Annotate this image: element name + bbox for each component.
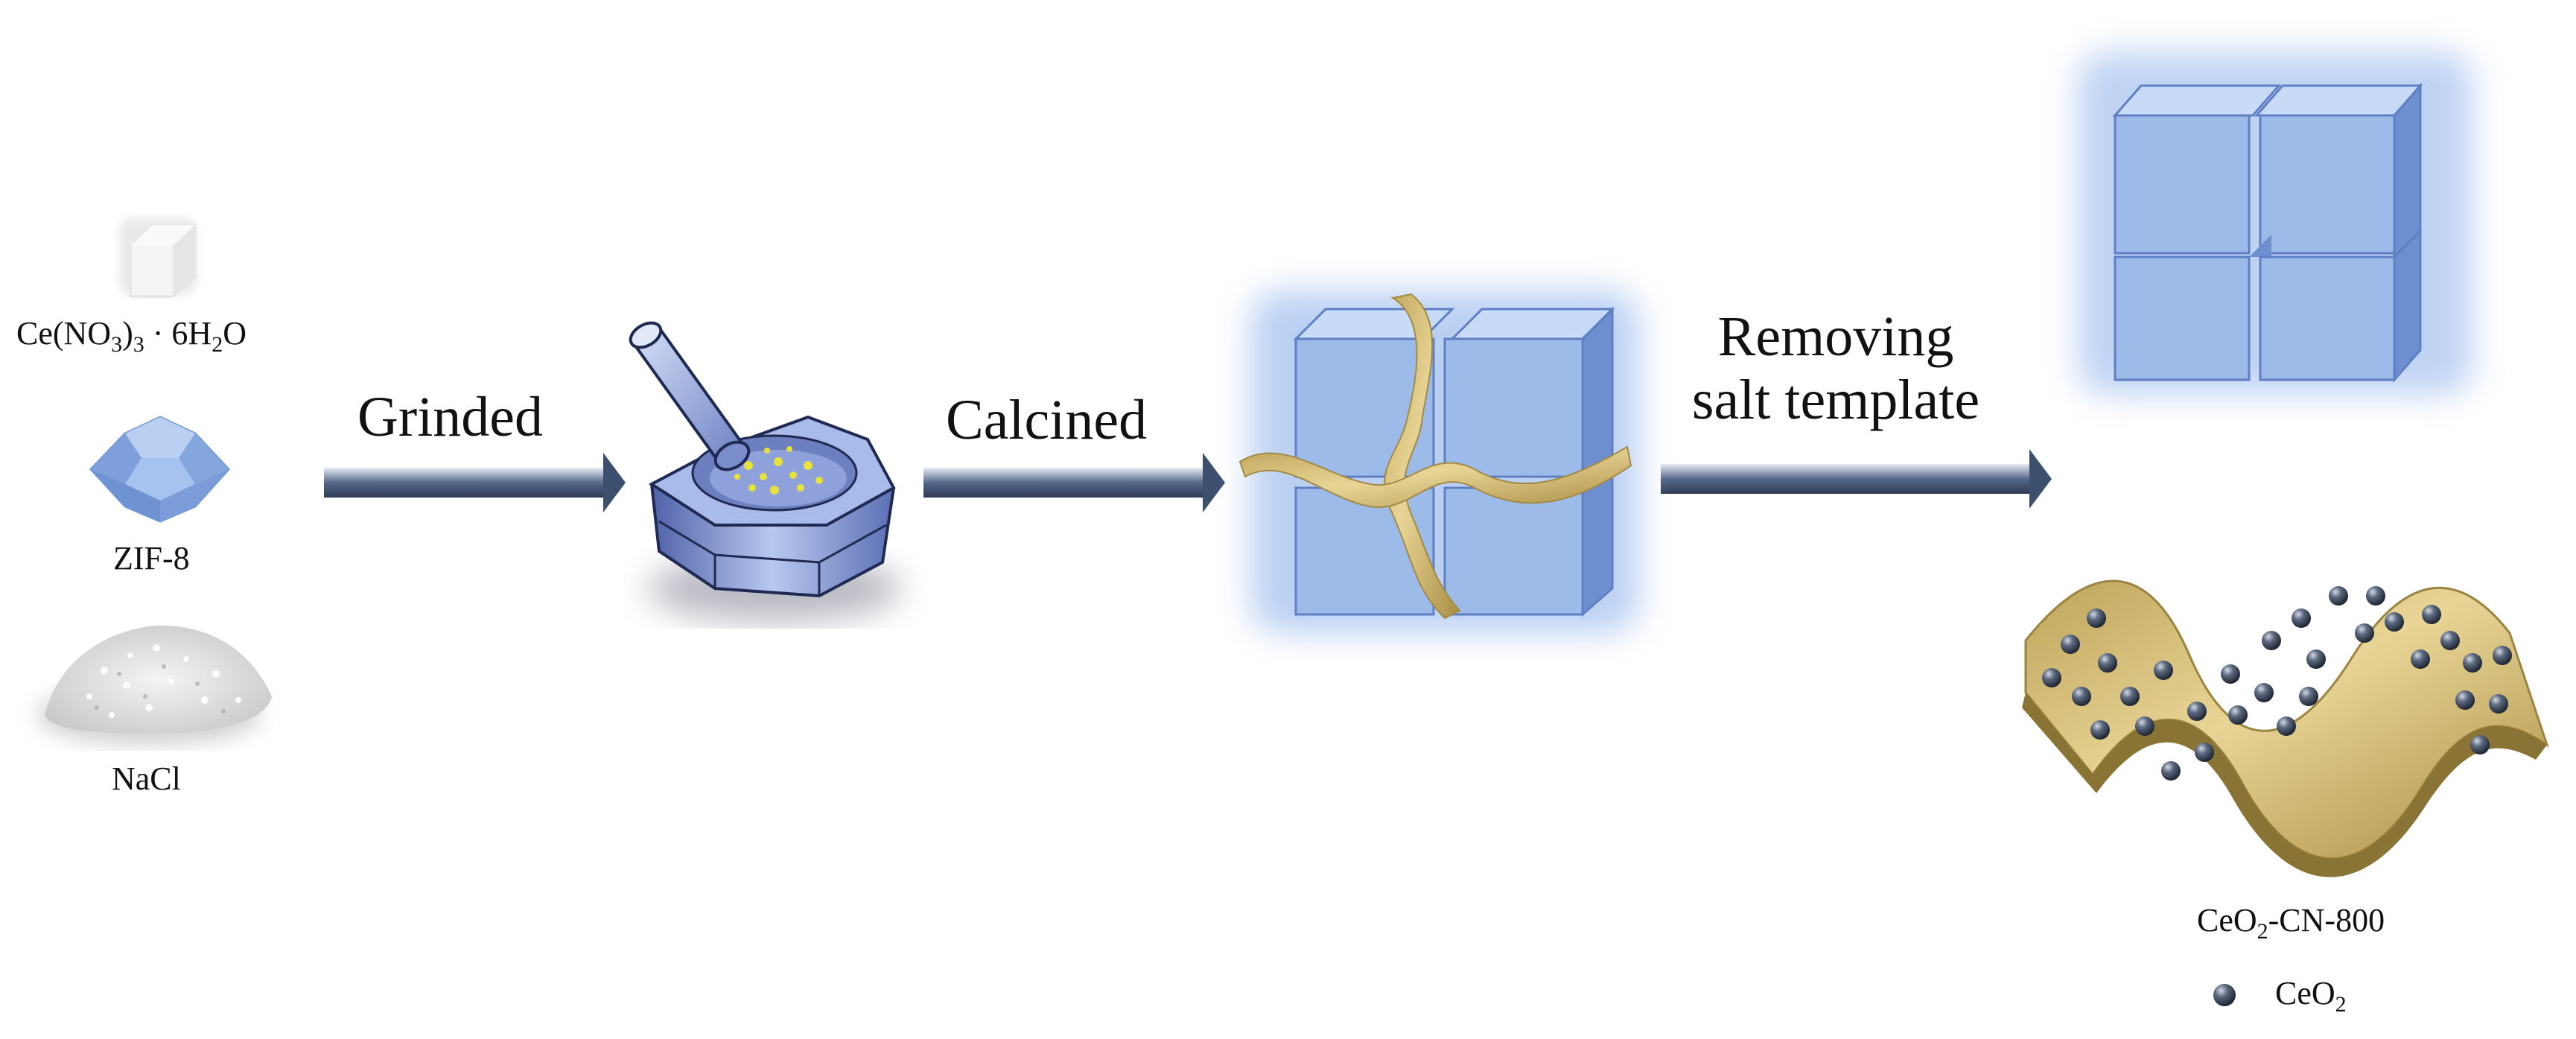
- ceo2-particles: [2042, 586, 2512, 781]
- legend-ceo2-label: CeO2: [2275, 975, 2347, 1017]
- zif8-crystal-icon: [89, 416, 231, 523]
- nacl-label: NaCl: [112, 760, 181, 797]
- zif8-label: ZIF-8: [113, 540, 190, 576]
- arrow-removing-salt: [1661, 449, 2052, 509]
- step-calcined-label: Calcined: [946, 389, 1148, 451]
- cerium-nitrate-label: Ce(NO3)3 · 6H2O: [16, 315, 247, 357]
- calcined-composite-icon: [1238, 290, 1638, 633]
- step-removing-label: Removing salt template: [1691, 305, 1980, 432]
- product-label: CeO2-CN-800: [2197, 902, 2385, 944]
- arrow-calcined: [923, 453, 1225, 512]
- mortar-pestle-icon: [629, 321, 901, 622]
- removed-salt-cubes-icon: [2078, 52, 2472, 395]
- cerium-nitrate-icon: [119, 217, 197, 298]
- ceo2-cn-800-sheet-icon: [2022, 579, 2549, 877]
- legend-ceo2-marker: [2213, 984, 2236, 1006]
- nacl-salt-icon: [37, 625, 272, 745]
- step-grinded-label: Grinded: [357, 386, 544, 448]
- arrow-grinded: [324, 453, 626, 512]
